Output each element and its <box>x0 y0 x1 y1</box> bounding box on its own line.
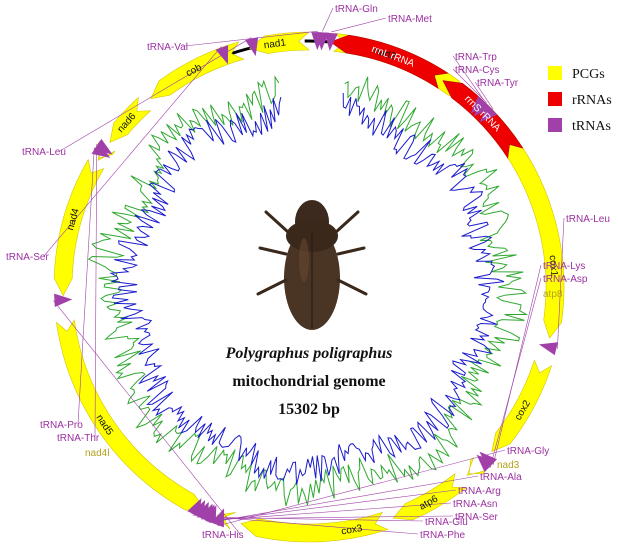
trna-label: tRNA-Gln <box>335 4 378 15</box>
trna-label: tRNA-Val <box>147 42 188 53</box>
trna-label: tRNA-Thr <box>57 433 100 444</box>
gene-rrnL <box>330 35 447 88</box>
trna-label: tRNA-Phe <box>420 530 465 541</box>
trna-label: tRNA-Ser <box>6 252 49 263</box>
trna-label: tRNA-Leu <box>566 214 610 225</box>
trna-label: tRNA-Glu <box>425 517 468 528</box>
gene-cox1 <box>485 116 564 338</box>
trna-label: tRNA-Ala <box>480 472 522 483</box>
legend-label-rrnas: rRNAs <box>572 93 612 108</box>
beetle-image <box>258 200 366 330</box>
trna-leader-line <box>53 300 240 534</box>
trna-label: tRNA-Lys <box>543 261 585 272</box>
trna-label: tRNA-Gly <box>507 446 549 457</box>
genome-length: 15302 bp <box>278 401 340 418</box>
trna-label: tRNA-Trp <box>455 52 497 63</box>
trna-label: tRNA-Asn <box>453 499 497 510</box>
genome-description: mitochondrial genome <box>232 373 385 390</box>
trna-label: tRNA-Tyr <box>477 78 519 89</box>
trna-marker <box>539 342 558 355</box>
legend: PCGs rRNAs tRNAs <box>548 66 612 134</box>
trna-label: tRNA-Leu <box>22 147 66 158</box>
trna-leader-line <box>331 18 386 32</box>
trna-leader-line <box>322 8 333 31</box>
legend-label-trnas: tRNAs <box>572 119 611 134</box>
legend-swatch-trnas <box>548 118 562 132</box>
legend-swatch-rrnas <box>548 92 562 106</box>
trna-label: tRNA-Arg <box>458 486 501 497</box>
trna-label: tRNA-Met <box>388 14 432 25</box>
gene-label-atp8: atp8 <box>543 289 563 300</box>
trna-label: tRNA-Cys <box>455 65 499 76</box>
trna-leader-line <box>60 38 251 151</box>
trna-label: tRNA-Pro <box>40 420 83 431</box>
trna-label: tRNA-Asp <box>543 274 588 285</box>
legend-label-pcgs: PCGs <box>572 67 605 82</box>
gene-label-nad4l: nad4l <box>85 448 109 459</box>
trna-label: tRNA-His <box>202 530 244 541</box>
gene-label-nad3: nad3 <box>497 460 520 471</box>
legend-swatch-pcgs <box>548 66 562 80</box>
species-name: Polygraphus poligraphus <box>225 345 393 362</box>
